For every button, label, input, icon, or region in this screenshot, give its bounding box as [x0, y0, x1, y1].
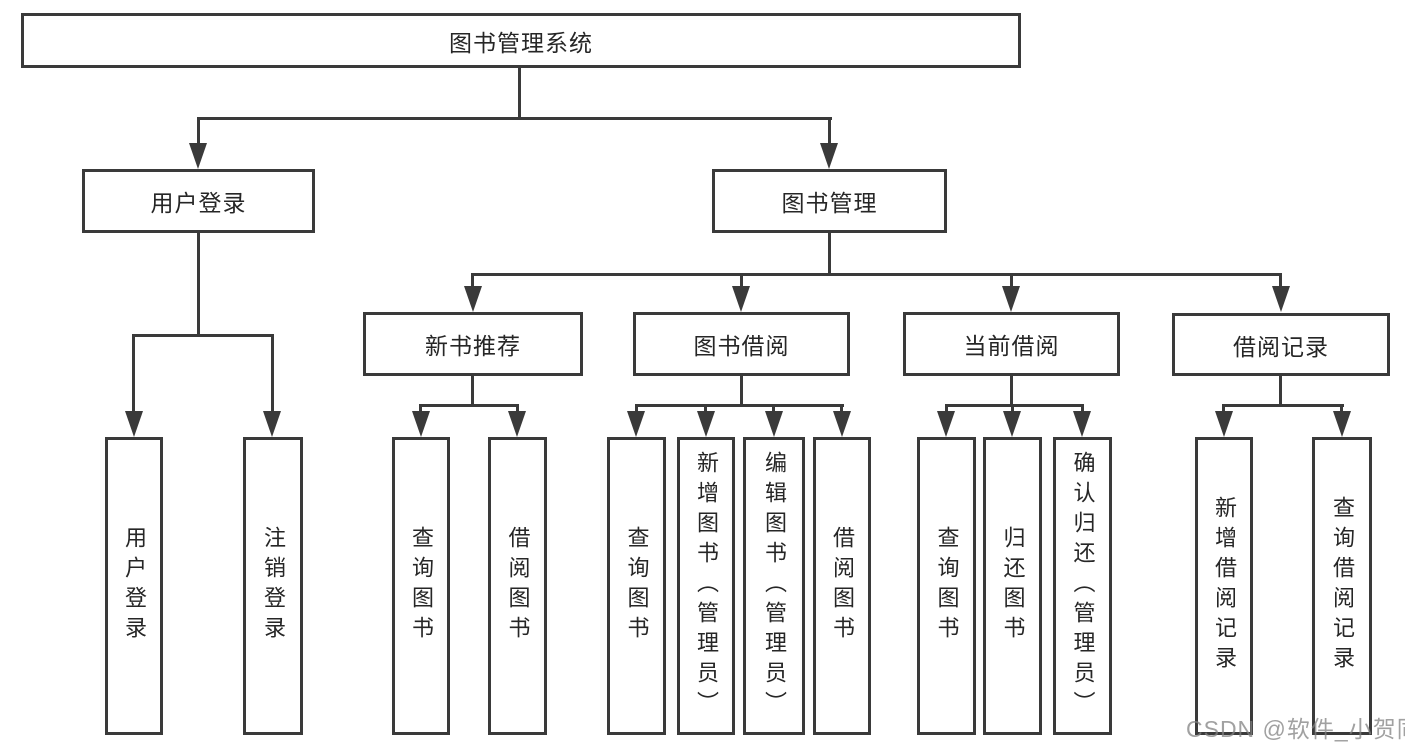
- node-library-management-system: 图书管理系统: [21, 13, 1021, 68]
- arrow-down-icon: [820, 143, 838, 169]
- connector-line: [518, 68, 521, 120]
- connector-line: [1011, 407, 1014, 413]
- node-current-borrowing: 当前借阅: [903, 312, 1120, 376]
- arrow-down-icon: [1215, 411, 1233, 437]
- connector-line: [635, 404, 844, 407]
- leaf-borrow-books: 借阅图书: [813, 437, 871, 735]
- connector-line: [1222, 407, 1225, 413]
- connector-line: [1340, 407, 1343, 413]
- arrow-down-icon: [189, 143, 207, 169]
- leaf-logout: 注销登录: [243, 437, 303, 735]
- leaf-query-borrow-record: 查询借阅记录: [1312, 437, 1372, 735]
- arrow-down-icon: [1003, 411, 1021, 437]
- leaf-query-books-borrowing: 查询图书: [607, 437, 666, 735]
- connector-line: [132, 334, 274, 337]
- connector-line: [419, 407, 422, 413]
- connector-line: [471, 273, 1282, 276]
- connector-line: [1279, 376, 1282, 406]
- arrow-down-icon: [627, 411, 645, 437]
- connector-line: [828, 233, 831, 275]
- arrow-down-icon: [125, 411, 143, 437]
- leaf-return-books: 归还图书: [983, 437, 1042, 735]
- connector-line: [271, 337, 274, 412]
- arrow-down-icon: [1333, 411, 1351, 437]
- connector-line: [704, 407, 707, 413]
- arrow-down-icon: [1002, 286, 1020, 312]
- connector-line: [132, 337, 135, 412]
- connector-line: [828, 120, 831, 144]
- leaf-confirm-return-admin: 确认归还（管理员）: [1053, 437, 1112, 735]
- arrow-down-icon: [263, 411, 281, 437]
- arrow-down-icon: [1073, 411, 1091, 437]
- connector-line: [840, 407, 843, 413]
- arrow-down-icon: [412, 411, 430, 437]
- connector-line: [516, 407, 519, 413]
- connector-line: [772, 407, 775, 413]
- leaf-borrow-books-recommend: 借阅图书: [488, 437, 547, 735]
- connector-line: [945, 407, 948, 413]
- connector-line: [1010, 376, 1013, 406]
- node-book-borrowing: 图书借阅: [633, 312, 850, 376]
- leaf-query-books-recommend: 查询图书: [392, 437, 450, 735]
- connector-line: [197, 120, 200, 144]
- csdn-watermark: CSDN @软件_小贺同学: [1186, 716, 1405, 742]
- connector-line: [740, 376, 743, 406]
- arrow-down-icon: [508, 411, 526, 437]
- arrow-down-icon: [765, 411, 783, 437]
- connector-line: [197, 233, 200, 335]
- leaf-add-borrow-record: 新增借阅记录: [1195, 437, 1253, 735]
- node-borrowing-records: 借阅记录: [1172, 313, 1390, 376]
- node-book-management: 图书管理: [712, 169, 947, 233]
- connector-line: [1279, 276, 1282, 287]
- connector-line: [471, 376, 474, 406]
- connector-line: [419, 404, 519, 407]
- node-user-login: 用户登录: [82, 169, 315, 233]
- connector-line: [1222, 404, 1344, 407]
- leaf-add-books-admin: 新增图书（管理员）: [677, 437, 735, 735]
- arrow-down-icon: [464, 286, 482, 312]
- arrow-down-icon: [833, 411, 851, 437]
- connector-line: [471, 276, 474, 287]
- connector-line: [1081, 407, 1084, 413]
- arrow-down-icon: [937, 411, 955, 437]
- connector-line: [1010, 276, 1013, 287]
- arrow-down-icon: [697, 411, 715, 437]
- arrow-down-icon: [1272, 286, 1290, 312]
- arrow-down-icon: [732, 286, 750, 312]
- leaf-edit-books-admin: 编辑图书（管理员）: [743, 437, 805, 735]
- connector-line: [945, 404, 1084, 407]
- connector-line: [197, 117, 832, 120]
- node-new-book-recommendation: 新书推荐: [363, 312, 583, 376]
- leaf-query-books-current: 查询图书: [917, 437, 976, 735]
- leaf-user-login: 用户登录: [105, 437, 163, 735]
- connector-line: [635, 407, 638, 413]
- connector-line: [740, 276, 743, 287]
